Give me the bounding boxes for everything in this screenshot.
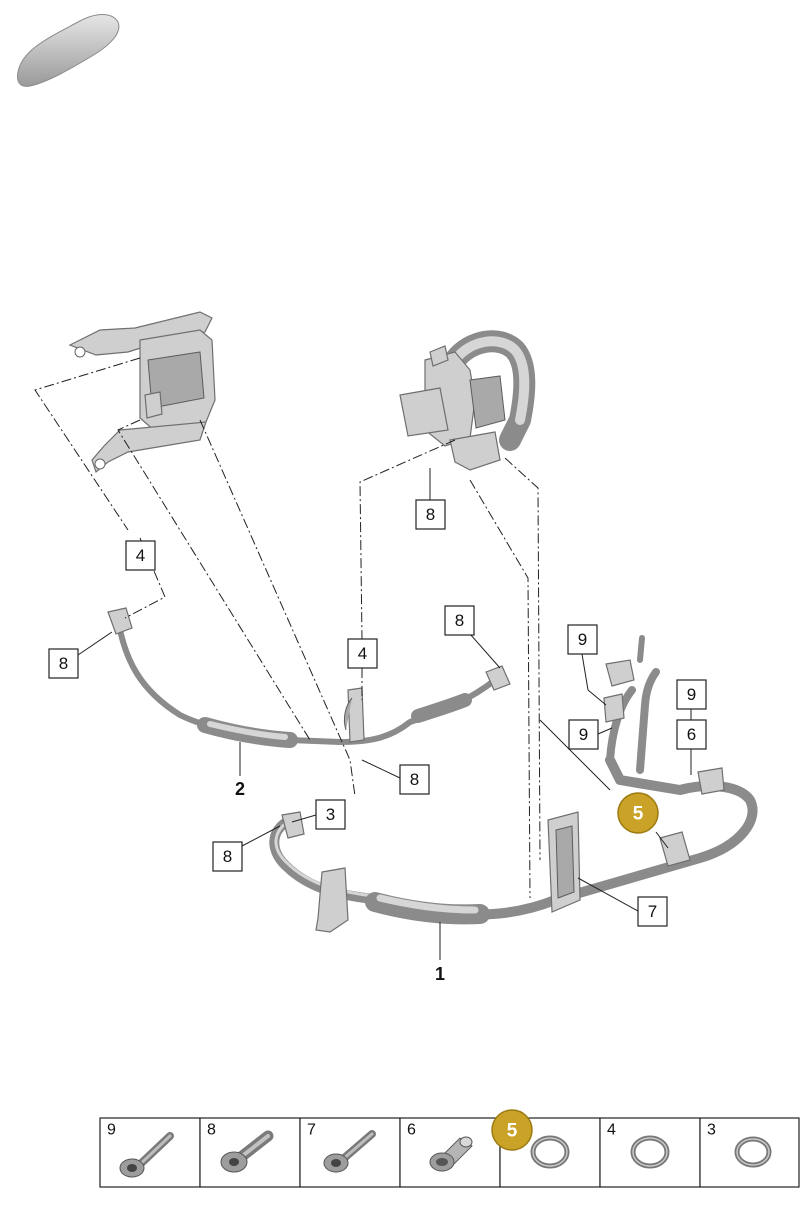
ring-icon xyxy=(530,1135,570,1169)
expansion-valve-assembly xyxy=(68,311,216,474)
legend-cell-4: 4 xyxy=(599,1117,701,1188)
shut-off-valve-assembly xyxy=(399,330,536,471)
legend-cell-8: 8 xyxy=(199,1117,301,1188)
bolt-icon xyxy=(119,1132,174,1178)
svg-text:8: 8 xyxy=(426,505,435,524)
svg-text:4: 4 xyxy=(358,644,367,663)
callout-4-mid: 4 xyxy=(347,638,378,669)
callout-9-c: 9 xyxy=(676,679,707,710)
assembly-guide-lines xyxy=(34,357,541,899)
svg-text:5: 5 xyxy=(507,1121,518,1142)
highlight-marker-5: 5 xyxy=(617,792,659,834)
callout-8-left: 8 xyxy=(48,648,79,679)
leader-lines xyxy=(77,468,692,960)
refrigerant-line-1 xyxy=(269,635,758,933)
callout-8-lower: 8 xyxy=(399,764,430,795)
svg-text:4: 4 xyxy=(136,546,145,565)
svg-text:7: 7 xyxy=(648,902,657,921)
svg-text:8: 8 xyxy=(455,611,464,630)
callout-8-top: 8 xyxy=(415,499,446,530)
callout-8-mid: 8 xyxy=(444,605,475,636)
bolt-icon xyxy=(323,1130,376,1173)
sleeve-icon xyxy=(429,1136,473,1172)
svg-text:9: 9 xyxy=(687,685,696,704)
svg-text:4: 4 xyxy=(607,1121,616,1138)
svg-text:9: 9 xyxy=(107,1121,116,1138)
svg-text:3: 3 xyxy=(326,805,335,824)
callout-6: 6 xyxy=(676,719,707,750)
svg-text:8: 8 xyxy=(223,847,232,866)
ring-icon xyxy=(734,1136,772,1168)
svg-text:9: 9 xyxy=(579,725,588,744)
callout-9-b: 9 xyxy=(568,719,599,750)
svg-text:7: 7 xyxy=(307,1121,316,1138)
part-label-2: 2 xyxy=(235,779,245,799)
legend-cell-5: 5 xyxy=(491,1109,601,1188)
svg-text:9: 9 xyxy=(578,630,587,649)
callout-8-bottom: 8 xyxy=(212,841,243,872)
svg-text:3: 3 xyxy=(707,1121,716,1138)
callout-4-left: 4 xyxy=(125,540,156,571)
svg-text:8: 8 xyxy=(207,1121,216,1138)
callout-9-a: 9 xyxy=(567,624,598,655)
svg-text:6: 6 xyxy=(687,725,696,744)
ring-icon xyxy=(630,1135,670,1169)
svg-text:6: 6 xyxy=(407,1121,416,1138)
legend-cell-3: 3 xyxy=(699,1117,800,1188)
legend-cell-6: 6 xyxy=(399,1117,501,1188)
part-label-1: 1 xyxy=(435,964,445,984)
legend-highlight-marker xyxy=(491,1109,533,1151)
svg-text:8: 8 xyxy=(410,770,419,789)
callout-7: 7 xyxy=(637,896,668,927)
legend-cell-7: 7 xyxy=(299,1117,401,1188)
refrigerant-line-2 xyxy=(107,607,511,748)
parts-legend: 9 8 7 xyxy=(99,1109,800,1188)
svg-text:8: 8 xyxy=(59,654,68,673)
legend-cell-9: 9 xyxy=(99,1117,201,1188)
svg-text:5: 5 xyxy=(633,804,644,825)
callout-3: 3 xyxy=(315,799,346,830)
car-thumbnail-icon xyxy=(17,14,120,87)
bolt-icon xyxy=(220,1130,274,1173)
